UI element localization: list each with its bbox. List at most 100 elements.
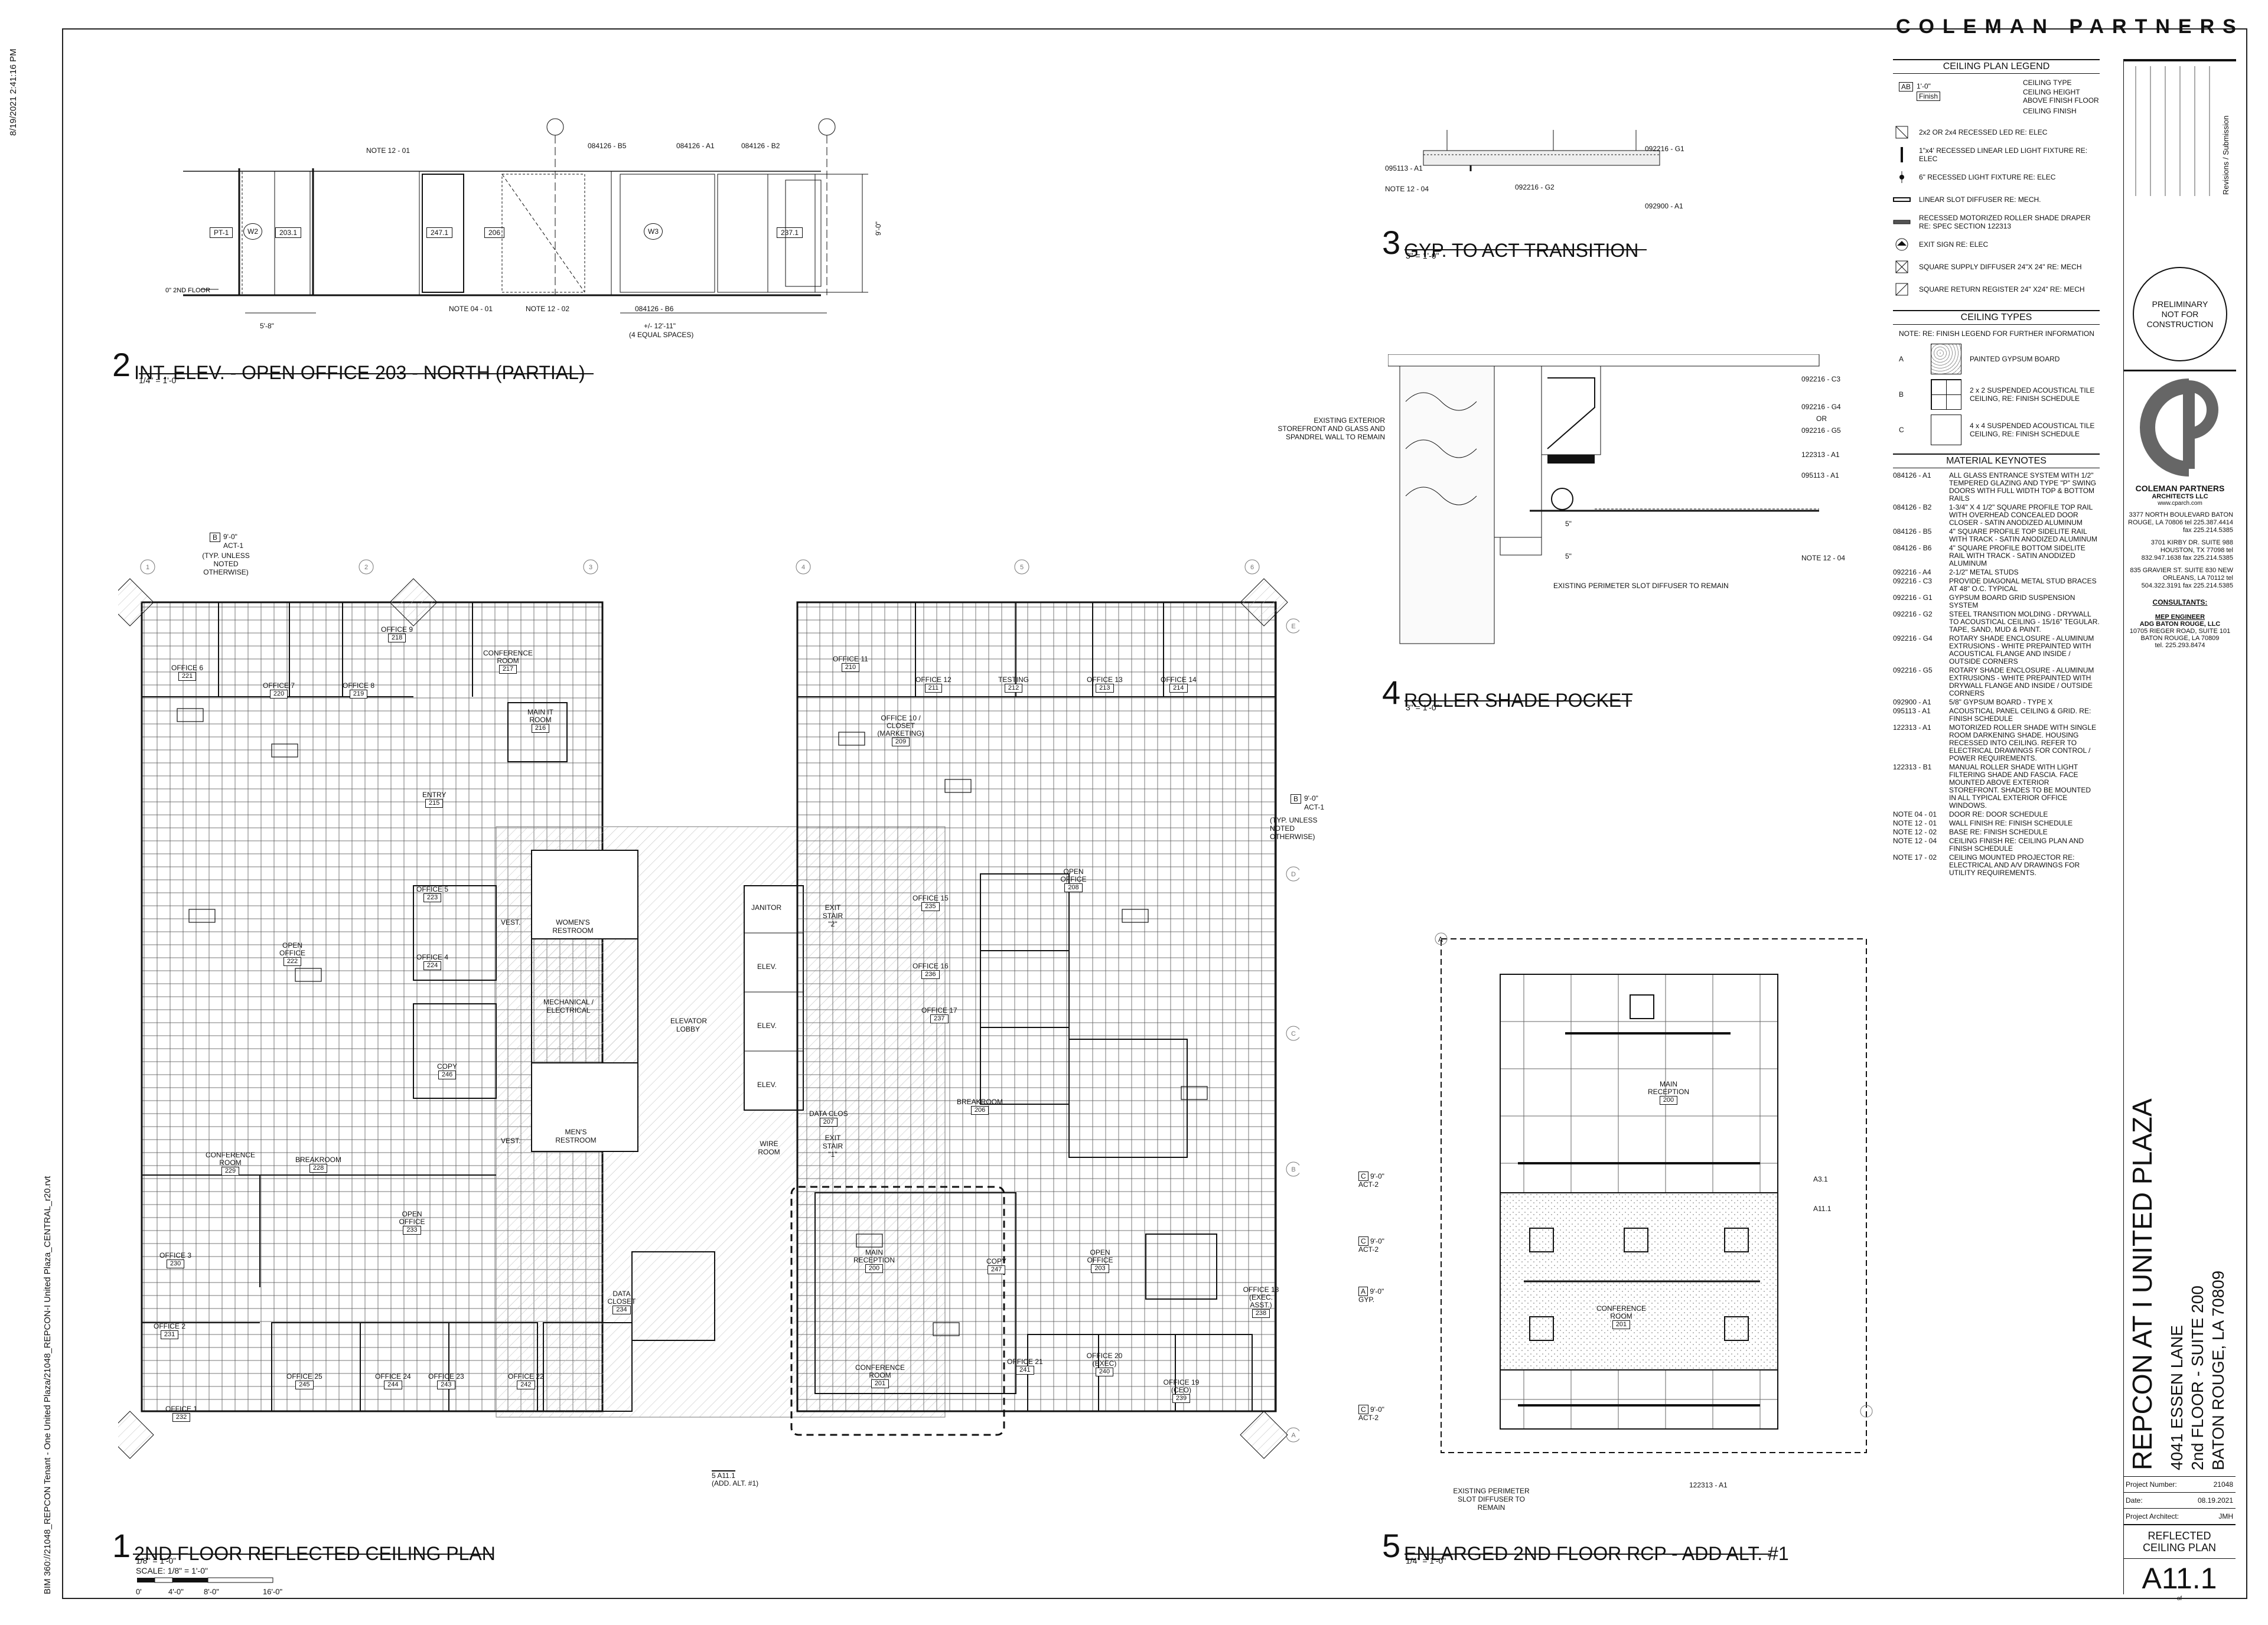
elev-tag-pt1: PT-1 [210, 227, 233, 238]
core-vest-2: VEST. [501, 1137, 521, 1145]
keynote-text: GYPSUM BOARD GRID SUSPENSION SYSTEM [1949, 593, 2075, 609]
svg-text:D: D [1291, 871, 1296, 878]
keynote-text: ACOUSTICAL PANEL CEILING & GRID. RE: FIN… [1949, 707, 2091, 723]
keynote-text: 2-1/2" METAL STUDS [1949, 568, 2019, 576]
legend-item-return: SQUARE RETURN REGISTER 24" X24" RE: MECH [1893, 280, 2100, 298]
svg-text:6: 6 [1250, 564, 1254, 571]
d4-dim-2: 5" [1565, 552, 1572, 560]
elev-dim-1: 5'-8" [260, 322, 274, 330]
keynote-text: CEILING MOUNTED PROJECTOR RE: ELECTRICAL… [1949, 853, 2080, 877]
scale-tick-0: 0' [136, 1587, 142, 1596]
keynote-text: ROTARY SHADE ENCLOSURE - ALUMINUM EXTRUS… [1949, 634, 2094, 665]
keynote-code: 092216 - G5 [1893, 666, 1933, 674]
enl-note-shade: 122313 - A1 [1689, 1481, 1728, 1489]
consultants-label: CONSULTANTS: [2152, 598, 2208, 606]
core-elevator-lobby: ELEVATOR LOBBY [670, 1017, 708, 1033]
keynote-code: 092216 - C3 [1893, 577, 1933, 585]
elevation-drawing: 0" 2ND FLOOR [165, 118, 868, 314]
svg-text:5: 5 [1020, 564, 1024, 571]
elev-note-b6: 084126 - B6 [635, 305, 674, 313]
enlarged-rcp-drawing [1435, 932, 1873, 1453]
keynote-text: MOTORIZED ROLLER SHADE WITH SINGLE ROOM … [1949, 723, 2097, 762]
revision-lines [2135, 66, 2210, 196]
keynote-code: 084126 - B2 [1893, 503, 1932, 511]
keynote-text: 4" SQUARE PROFILE BOTTOM SIDELITE RAIL W… [1949, 544, 2085, 567]
enlarged-grid: A [1438, 935, 1443, 944]
office-1: 3377 NORTH BOULEVARD BATON ROUGE, LA 708… [2128, 511, 2233, 534]
enl-tag-4: C 9'-0"ACT-2 [1358, 1405, 1384, 1422]
legend-item-slot: LINEAR SLOT DIFFUSER RE: MECH. [1893, 191, 2100, 208]
elev-tag-w2: W2 [243, 223, 262, 240]
keynote-code: NOTE 12 - 01 [1893, 819, 1937, 827]
d3-label-g2: 092216 - G2 [1515, 183, 1555, 191]
view-5-title-line [1405, 1554, 1771, 1555]
elev-note-1202: NOTE 12 - 02 [526, 305, 570, 313]
room-office-19: OFFICE 19 (CEO)239 [1163, 1378, 1200, 1403]
date-row: Date:08.19.2021 [2123, 1492, 2236, 1508]
view-1-scale-bar-label: SCALE: 1/8" = 1'-0" [136, 1566, 208, 1575]
svg-text:2: 2 [364, 564, 368, 571]
legend-tag-sample: AB 1'-0" Finish CEILING TYPE CEILING HEI… [1893, 77, 2100, 119]
core-elev-2: ELEV. [757, 1022, 777, 1030]
legend-title: CEILING PLAN LEGEND [1893, 59, 2100, 74]
elev-dim-4: 9'-0" [874, 221, 882, 236]
plan-tag-finish: ACT-1 [223, 541, 244, 550]
consultant-name: ADG BATON ROUGE, LLC [2139, 621, 2221, 628]
title-block: Revisions / Submission PRELIMINARY NOT F… [2123, 59, 2236, 1594]
firm-header: COLEMAN PARTNERS [1896, 15, 2244, 38]
d4-label-or: OR [1816, 415, 1827, 423]
enl-tag-1: C 9'-0"ACT-2 [1358, 1172, 1384, 1189]
project-address-2: 2nd FLOOR - SUITE 200 [2188, 1285, 2207, 1470]
view-3-title-line [1405, 249, 1647, 250]
consultant-role: MEP ENGINEER [2155, 614, 2205, 621]
svg-text:B: B [1291, 1166, 1295, 1173]
d4-label-note: NOTE 12 - 04 [1801, 554, 1846, 562]
elev-tag-206: 206 [484, 227, 505, 238]
sheet-border [62, 28, 2247, 1599]
view-5-scale: 1/4" = 1'-0" [1406, 1556, 1446, 1565]
d4-label-g4: 092216 - G4 [1801, 403, 1841, 411]
core-mens: MEN'S RESTROOM [555, 1128, 597, 1144]
ceiling-types-note: NOTE: RE: FINISH LEGEND FOR FURTHER INFO… [1899, 329, 2094, 338]
project-address-1: 4041 ESSEN LANE [2168, 1325, 2186, 1470]
enl-note-slot: EXISTING PERIMETER SLOT DIFFUSER TO REMA… [1453, 1487, 1530, 1512]
plan-tag2-note: (TYP. UNLESS NOTED OTHERWISE) [1270, 816, 1318, 841]
plan-tag-height: 9'-0" [223, 533, 237, 541]
ceiling-types-title: CEILING TYPES [1893, 310, 2100, 325]
plan-tag2-finish: ACT-1 [1304, 803, 1325, 811]
elev-note-0401: NOTE 04 - 01 [449, 305, 493, 313]
elev-tag-2471: 247.1 [426, 227, 453, 238]
d4-label-122313: 122313 - A1 [1801, 451, 1840, 459]
core-mech: MECHANICAL / ELECTRICAL [543, 998, 594, 1014]
project-number-row: Project Number:21048 [2123, 1476, 2236, 1492]
